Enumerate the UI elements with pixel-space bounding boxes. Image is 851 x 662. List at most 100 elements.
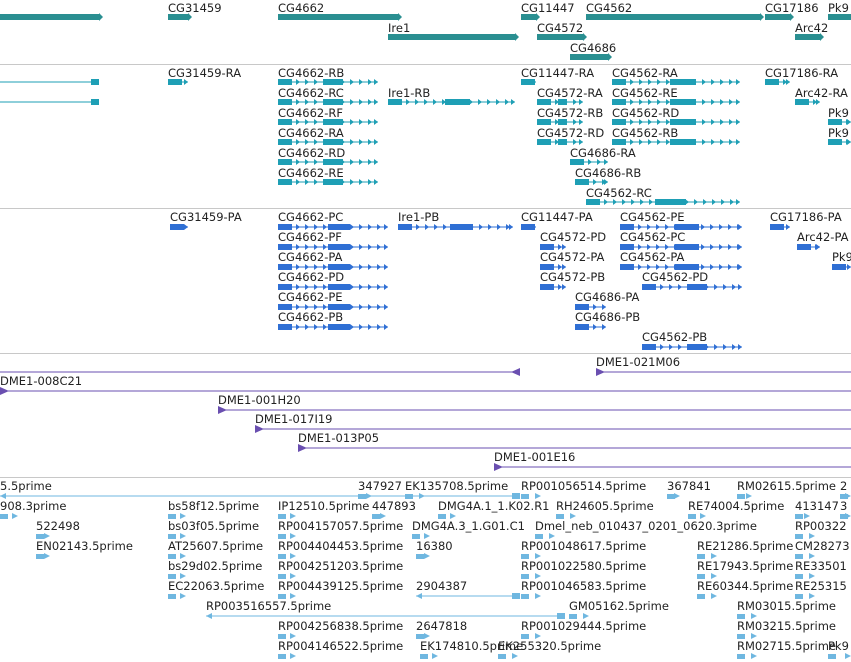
ests-feature[interactable] [498,653,518,659]
proteins-feature-label[interactable]: Ire1-PB [398,210,440,224]
clones-feature[interactable] [218,406,851,414]
ests-feature-label[interactable]: 2647818 [416,619,468,633]
clones-feature[interactable] [298,444,851,452]
ests-feature[interactable] [278,513,296,519]
ests-feature-label[interactable]: RM02615.5prime [737,479,836,493]
clones-feature-label[interactable]: DME1-013P05 [298,431,380,445]
ests-feature[interactable] [795,553,815,559]
transcripts-feature[interactable] [0,79,99,85]
clones-feature-label[interactable]: DME1-017I19 [255,412,333,426]
ests-feature-label[interactable]: RP001029444.5prime [521,619,647,633]
proteins-feature-label[interactable]: CG4562-PC [620,230,686,244]
ests-feature[interactable] [795,593,815,599]
proteins-feature[interactable] [170,224,188,230]
ests-feature-label[interactable]: RP00322 [795,519,847,533]
transcripts-feature[interactable] [278,119,378,125]
transcripts-feature-label[interactable]: CG4562-RA [612,66,678,80]
proteins-feature[interactable] [620,224,742,230]
ests-feature-label[interactable]: bs58f12.5prime [168,499,260,513]
ests-feature-label[interactable]: RP004439125.5prime [278,579,404,593]
ests-feature-label[interactable]: RP001046583.5prime [521,579,647,593]
genes-feature-label[interactable]: Arc42 [795,21,829,35]
ests-feature[interactable] [521,553,541,559]
clones-feature-label[interactable]: DME1-021M06 [596,355,681,369]
ests-feature-label[interactable]: 5.5prime [0,479,52,493]
ests-feature-label[interactable]: RP004256838.5prime [278,619,404,633]
proteins-feature[interactable] [278,224,388,230]
transcripts-feature-label[interactable]: Arc42-RA [795,86,848,100]
genes-feature-label[interactable]: CG4686 [570,41,617,55]
genes-feature[interactable] [795,33,824,41]
ests-feature-label[interactable]: GM05162.5prime [569,599,669,613]
ests-feature[interactable] [737,613,757,619]
ests-feature[interactable] [168,533,186,539]
transcripts-feature-label[interactable]: CG17186-RA [765,66,839,80]
ests-feature-label[interactable]: bs03f05.5prime [168,519,260,533]
ests-feature-label[interactable]: DMG4A.3_1.G01.C1 [412,519,525,533]
proteins-feature[interactable] [540,284,566,290]
ests-feature-label[interactable]: RP001048617.5prime [521,539,647,553]
ests-feature-label[interactable]: EK135708.5prime [405,479,509,493]
transcripts-feature[interactable] [828,119,851,125]
ests-feature[interactable] [535,533,555,539]
ests-feature-label[interactable]: RP004146522.5prime [278,639,404,653]
transcripts-feature[interactable] [278,79,378,85]
proteins-feature-label[interactable]: CG4572-PA [540,250,605,264]
ests-feature[interactable] [0,513,18,519]
transcripts-feature-label[interactable]: CG4686-RB [575,166,642,180]
transcripts-feature[interactable] [612,99,740,105]
ests-feature-label[interactable]: RP004251203.5prime [278,559,404,573]
ests-feature-label[interactable]: 908.3prime [0,499,67,513]
ests-feature[interactable] [412,533,430,539]
transcripts-feature[interactable] [575,179,608,185]
ests-feature-label[interactable]: RP001056514.5prime [521,479,647,493]
ests-feature-label[interactable]: 3 [840,499,848,513]
transcripts-feature-label[interactable]: CG4662-RB [278,66,345,80]
proteins-feature-label[interactable]: CG11447-PA [521,210,593,224]
ests-feature[interactable] [697,573,717,579]
clones-feature-label[interactable]: DME1-001H20 [218,393,301,407]
proteins-feature[interactable] [278,244,388,250]
ests-feature[interactable] [278,593,296,599]
clones-feature[interactable] [494,463,851,471]
ests-feature-label[interactable]: RM02715.5prime [737,639,836,653]
proteins-feature[interactable] [540,264,566,270]
ests-feature-label[interactable]: EN02143.5prime [36,539,133,553]
ests-feature-label[interactable]: RP003516557.5prime [206,599,332,613]
ests-feature[interactable] [737,633,757,639]
ests-feature-label[interactable]: RP001022580.5prime [521,559,647,573]
proteins-feature-label[interactable]: CG4562-PD [642,270,709,284]
ests-feature[interactable] [840,493,851,499]
transcripts-feature-label[interactable]: Pk9 [828,126,849,140]
ests-feature[interactable] [521,493,541,499]
proteins-feature-label[interactable]: CG4686-PB [575,310,641,324]
ests-feature-label[interactable]: RE21286.5prime [697,539,794,553]
transcripts-feature-label[interactable]: CG4686-RA [570,146,636,160]
transcripts-feature[interactable] [586,199,740,205]
proteins-feature[interactable] [642,284,742,290]
transcripts-feature-label[interactable]: CG4662-RE [278,166,344,180]
proteins-feature[interactable] [278,324,388,330]
ests-feature[interactable] [795,533,815,539]
ests-feature[interactable] [168,573,186,579]
transcripts-feature-label[interactable]: CG31459-RA [168,66,242,80]
ests-feature[interactable] [405,493,425,499]
proteins-feature-label[interactable]: CG4662-PF [278,230,342,244]
ests-feature[interactable] [278,633,296,639]
proteins-feature-label[interactable]: CG4662-PE [278,290,343,304]
ests-feature[interactable] [168,593,186,599]
ests-feature[interactable] [688,513,706,519]
ests-feature-label[interactable]: DMG4A.1_1.K02.R1 [438,499,550,513]
proteins-feature-label[interactable]: CG4562-PE [620,210,685,224]
proteins-feature-label[interactable]: CG4572-PD [540,230,607,244]
clones-feature[interactable] [0,368,520,376]
transcripts-feature-label[interactable]: CG4662-RF [278,106,343,120]
transcripts-feature-label[interactable]: CG4562-RE [612,86,678,100]
transcripts-feature[interactable] [168,79,188,85]
proteins-feature-label[interactable]: CG4662-PC [278,210,344,224]
ests-feature-label[interactable]: 413147 [795,499,839,513]
genes-feature[interactable] [521,13,540,21]
transcripts-feature[interactable] [0,99,99,105]
genes-feature-label[interactable]: CG4562 [586,1,633,15]
proteins-feature-label[interactable]: CG4562-PA [620,250,685,264]
